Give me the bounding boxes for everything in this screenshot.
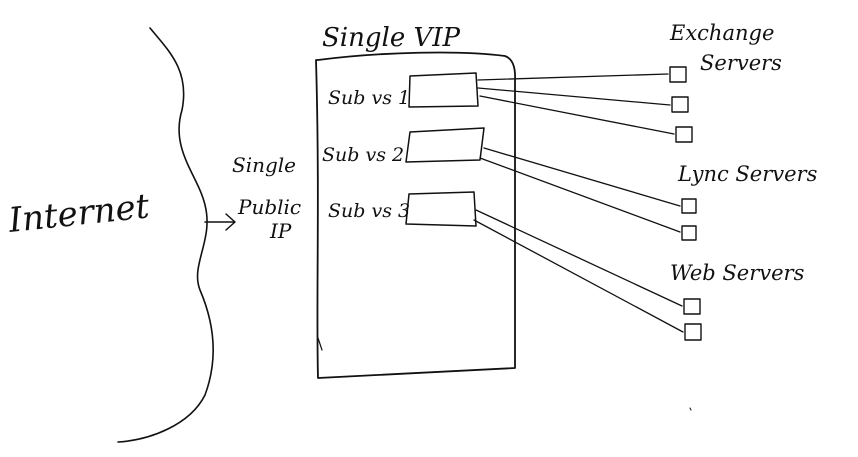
web-server-1 xyxy=(683,298,701,315)
lync-server-1 xyxy=(681,198,697,214)
vip-box xyxy=(315,51,516,379)
exchange-group-label-line2: Servers xyxy=(700,51,782,75)
exchange-server-2 xyxy=(671,96,689,113)
vip-box-mark xyxy=(317,337,323,351)
sub-vs-3-label: Sub vs 3 xyxy=(328,200,410,222)
lync-group-label: Lync Servers xyxy=(677,162,818,186)
sub-vs-3-box xyxy=(405,191,477,227)
lync-server-2 xyxy=(681,225,697,241)
public-ip-arrow xyxy=(204,213,236,231)
link-subvs2-lync-2 xyxy=(479,157,681,233)
web-group-label: Web Servers xyxy=(670,261,805,285)
internet-boundary xyxy=(117,27,214,443)
link-subvs2-lync-1 xyxy=(483,147,681,207)
sub-vs-2-label: Sub vs 2 xyxy=(322,144,404,166)
link-subvs1-exchange-2 xyxy=(477,87,671,106)
link-subvs3-web-1 xyxy=(475,209,683,307)
sub-vs-2-box xyxy=(405,127,485,163)
exchange-group-label-line1: Exchange xyxy=(669,21,774,45)
exchange-server-3 xyxy=(675,126,693,143)
stray-mark xyxy=(689,407,692,411)
public-ip-label-line3: IP xyxy=(269,219,292,243)
public-ip-label-line1: Single xyxy=(232,153,296,177)
internet-label: Internet xyxy=(6,186,152,241)
sub-vs-1-box xyxy=(408,72,479,108)
link-subvs1-exchange-1 xyxy=(477,73,669,81)
sub-vs-1-label: Sub vs 1 xyxy=(328,87,410,109)
link-subvs3-web-2 xyxy=(473,219,684,333)
link-subvs1-exchange-3 xyxy=(479,95,675,135)
vip-title: Single VIP xyxy=(322,23,461,53)
exchange-server-1 xyxy=(669,66,687,83)
web-server-2 xyxy=(684,323,702,341)
public-ip-label-line2: Public xyxy=(237,195,301,219)
